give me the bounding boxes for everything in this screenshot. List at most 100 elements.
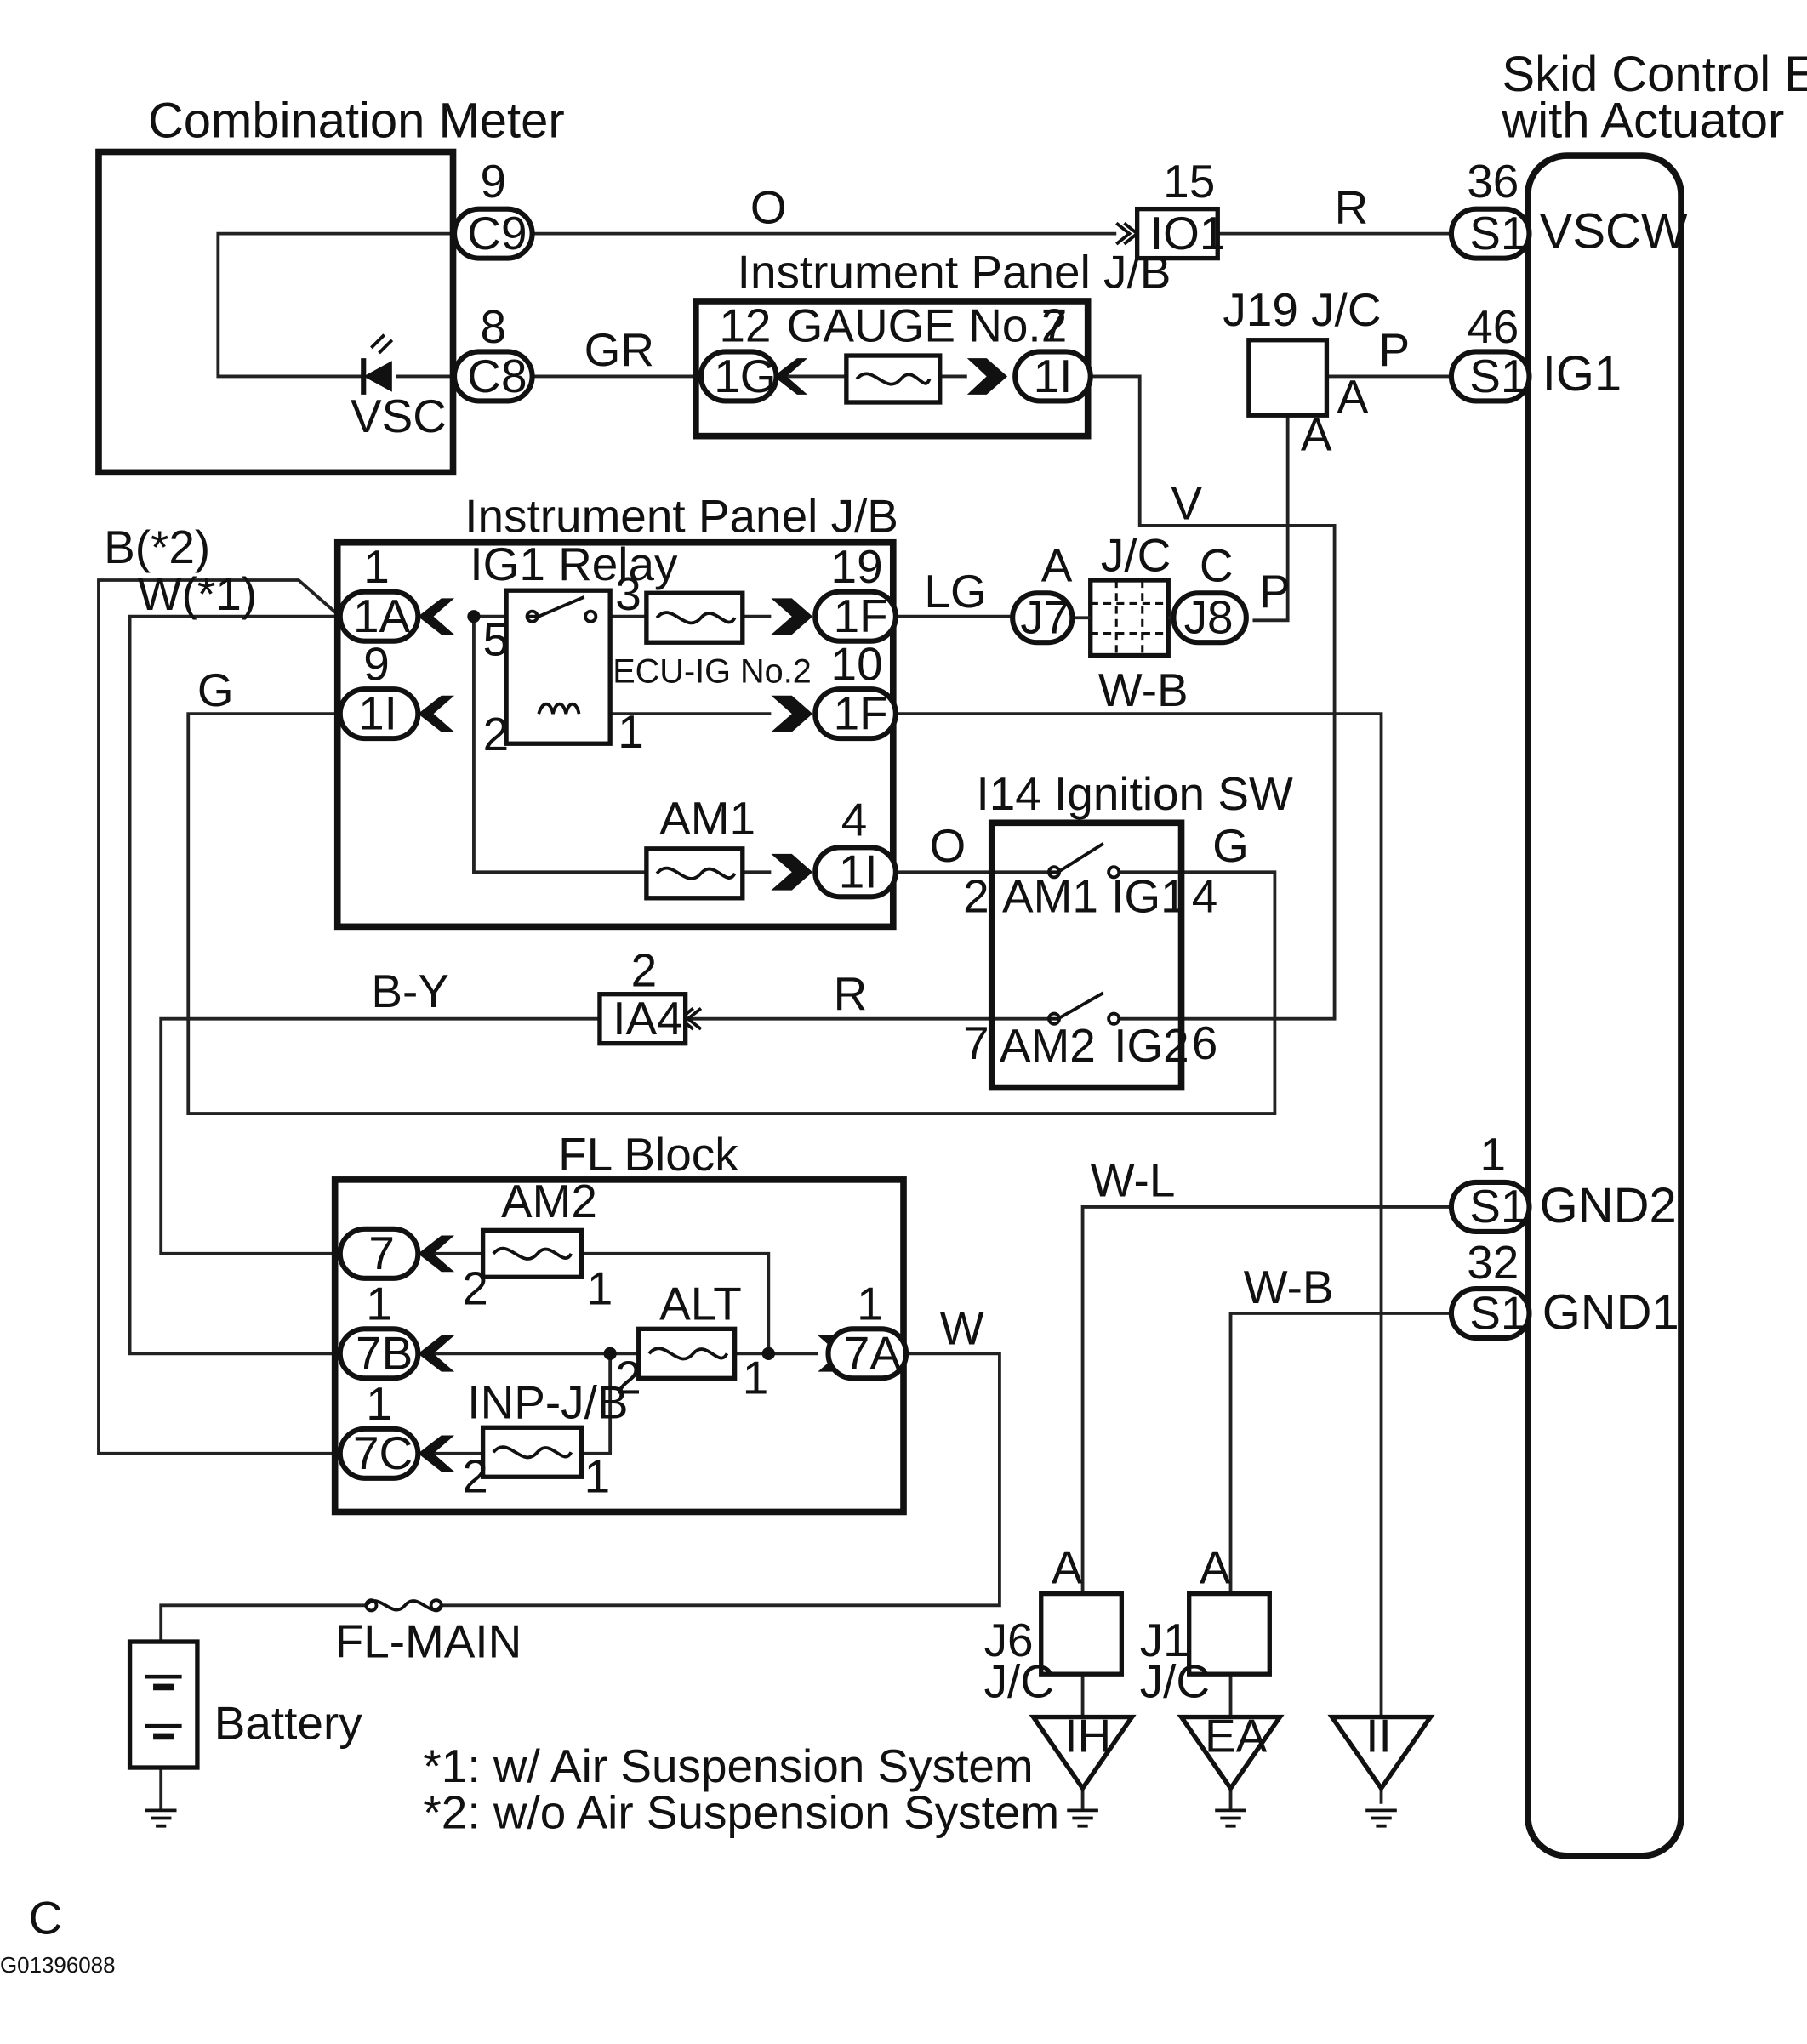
connector-c9 xyxy=(452,206,535,261)
ig1-relay xyxy=(504,588,613,746)
pin-label: 36 xyxy=(1467,155,1519,208)
connector-1g-label: 1G xyxy=(714,350,776,402)
connector-1i-label: 1I xyxy=(1034,350,1073,402)
sw-am1-label: AM1 xyxy=(1002,870,1098,923)
ground-icon xyxy=(1065,1808,1100,1828)
fl-main-label: FL-MAIN xyxy=(335,1614,522,1667)
ground-icon xyxy=(1213,1808,1248,1828)
ignition-sw-title: I14 Ignition SW xyxy=(976,767,1293,820)
figure-id: G01396088 xyxy=(0,1954,116,1978)
wire-label: R xyxy=(834,967,868,1020)
ecu-ig-fuse-label: ECU-IG No.2 xyxy=(613,653,812,691)
wire-label: B(*2) xyxy=(104,521,210,573)
connector-s1-label: S1 xyxy=(1469,350,1526,402)
wire-labels: O R GR P V B(*2) W(*1) LG P G W-B O G B-… xyxy=(104,180,1410,1354)
connector-s1-gnd2 xyxy=(1448,1179,1532,1234)
note-2: *2: w/o Air Suspension System xyxy=(423,1786,1059,1839)
pin-label: 32 xyxy=(1467,1236,1519,1289)
pin-label: A xyxy=(1337,370,1369,423)
sw-ig1-label: IG1 xyxy=(1111,870,1187,923)
pin-label: 8 xyxy=(481,300,507,353)
wire-label: W-L xyxy=(1091,1154,1176,1207)
connector-1f-label: 1F xyxy=(834,589,888,642)
connector-fl7a-label: 7A xyxy=(844,1327,902,1380)
pin-label: 12 xyxy=(719,299,771,351)
inp-jb-fuse-label: INP-J/B xyxy=(467,1376,628,1429)
pin-label: 1 xyxy=(366,1278,392,1330)
junction-dots xyxy=(467,610,775,1360)
vsc-lamp-icon xyxy=(363,361,392,392)
ground-ea xyxy=(1177,1714,1285,1793)
pin-label: 1 xyxy=(584,1450,611,1503)
fl-block-title: FL Block xyxy=(558,1128,738,1181)
ground-ii xyxy=(1327,1714,1435,1793)
footer-letter: C xyxy=(29,1891,63,1944)
ecu-terminal-vscw: VSCW xyxy=(1540,204,1688,259)
ground-ea-label: EA xyxy=(1205,1710,1268,1762)
am1-fuse-label: AM1 xyxy=(659,792,755,845)
pin-label: 2 xyxy=(631,944,658,997)
connector-fl7-label: 7 xyxy=(368,1227,395,1279)
pin-label: 2 xyxy=(462,1261,488,1314)
relay-coil-icon xyxy=(537,702,581,715)
fusible-link-icon xyxy=(647,1347,729,1361)
connector-j7-label: J7 xyxy=(1020,591,1069,644)
connector-fl-7b xyxy=(337,1326,421,1381)
connector-io1 xyxy=(1134,206,1220,261)
sw-ig2-label: IG2 xyxy=(1114,1019,1189,1072)
fuse-icon xyxy=(855,372,932,386)
connector-s1-label: S1 xyxy=(1469,1180,1526,1233)
j19-junction: J19 J/C A A xyxy=(1223,283,1381,460)
j6-label: J6 xyxy=(984,1614,1034,1666)
wire-label: W-B xyxy=(1098,663,1189,716)
connector-j7 xyxy=(1010,590,1075,646)
pin-label: A xyxy=(1200,1540,1231,1593)
alt-fuse-label: ALT xyxy=(659,1278,742,1330)
ip-jb-main-box: Instrument Panel J/B IG1 Relay ECU-IG No… xyxy=(333,490,898,931)
wire-label: GR xyxy=(584,323,654,376)
pin-label: 4 xyxy=(1192,870,1218,923)
wire-label: O xyxy=(930,819,966,872)
ecu-terminal-gnd1: GND1 xyxy=(1542,1285,1679,1340)
sw-am2-label: AM2 xyxy=(1000,1019,1096,1072)
vsc-lamp-label: VSC xyxy=(351,390,447,442)
jc-middle: J/C A C xyxy=(1041,528,1234,658)
connector-io1-label: IO1 xyxy=(1150,207,1226,259)
fusible-link-icon xyxy=(492,1246,573,1261)
connector-s1-vscw xyxy=(1448,206,1532,261)
fusible-link-icon xyxy=(492,1445,573,1460)
connector-1f-19 xyxy=(812,589,898,644)
pin-label: 1 xyxy=(743,1352,769,1404)
connector-1f-10 xyxy=(812,686,898,742)
j1-label: J1 xyxy=(1140,1614,1189,1666)
light-rays-icon xyxy=(370,333,394,355)
pin-label: 7 xyxy=(963,1016,989,1069)
connector-fl7c-label: 7C xyxy=(353,1426,413,1479)
footer: C G01396088 xyxy=(0,1891,116,1978)
wire-label: G xyxy=(197,663,234,716)
ecu-terminal-ig1: IG1 xyxy=(1542,347,1622,401)
ground-ih-label: IH xyxy=(1064,1710,1111,1762)
fl-main-link: FL-MAIN xyxy=(335,1598,522,1667)
connector-1i-4 xyxy=(812,845,898,900)
connector-j8 xyxy=(1171,590,1249,646)
junction-dot xyxy=(467,610,481,623)
connector-1i-9 xyxy=(337,686,421,742)
pin-label: 19 xyxy=(831,540,883,593)
ecu-title-line1: Skid Control ECU xyxy=(1502,48,1807,102)
connector-1f-label: 1F xyxy=(834,686,888,739)
connector-fl-7 xyxy=(337,1226,421,1281)
pin-label: A xyxy=(1301,407,1332,460)
junction-dot xyxy=(761,1347,775,1360)
connector-s1-label: S1 xyxy=(1469,1286,1526,1339)
j6-junction: A J6 J/C xyxy=(984,1540,1125,1708)
pin-label: A xyxy=(1052,1540,1083,1593)
wire-label: P xyxy=(1259,565,1291,618)
notes: *1: w/ Air Suspension System *2: w/o Air… xyxy=(423,1739,1059,1839)
connector-j8-label: J8 xyxy=(1184,591,1234,644)
wire-label: G xyxy=(1212,819,1249,872)
pin-label: 1 xyxy=(587,1261,613,1314)
pin-label: C xyxy=(1200,539,1234,592)
j19-title: J19 J/C xyxy=(1223,283,1381,336)
